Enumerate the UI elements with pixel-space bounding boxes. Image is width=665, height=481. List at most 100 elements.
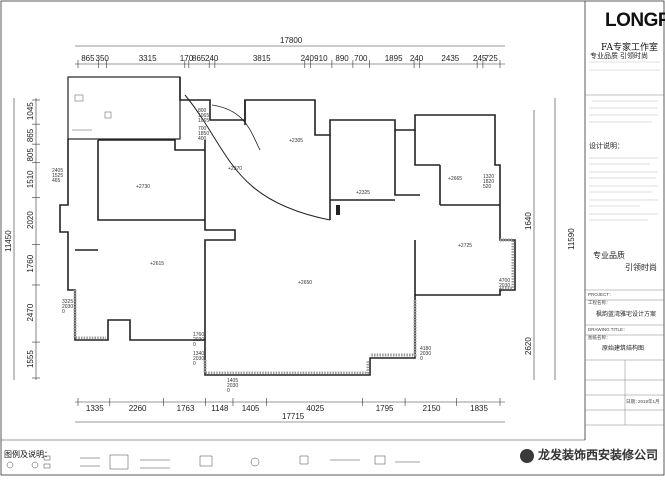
- window-note-line: 0: [227, 388, 230, 394]
- dim-bottom-segment: 1763: [177, 404, 195, 413]
- drawing-label: 图纸名称：: [588, 334, 611, 341]
- window-note-line: 0: [62, 309, 65, 315]
- window-note-line: 4700: [499, 278, 510, 284]
- balcony-edges: [73, 238, 515, 375]
- legend-title: 图例及说明：: [4, 450, 52, 459]
- dim-top-segment: 1895: [385, 54, 403, 63]
- window-note-line: 520: [483, 184, 492, 190]
- curved-wall: [211, 104, 261, 151]
- dim-top-segment: 245: [473, 54, 487, 63]
- window-note-line: 2030: [62, 304, 73, 310]
- drawing-header: DRAWING TITLE：: [588, 327, 628, 332]
- dim-left-segment: 805: [26, 148, 35, 162]
- legend-symbols: [6, 454, 420, 470]
- window-note-line: 465: [52, 178, 61, 184]
- dim-top-segment: 240: [301, 54, 315, 63]
- dim-bottom-segment: 1835: [470, 404, 488, 413]
- dim-bottom-segment: 1148: [211, 404, 229, 413]
- dim-left-segment: 2470: [26, 303, 35, 321]
- window-note-line: 1065: [198, 118, 209, 124]
- dim-bottom-segment: 2150: [423, 404, 441, 413]
- dim-top-total: 17800: [280, 36, 303, 45]
- window-note-line: 2030: [420, 351, 431, 357]
- dim-bottom-segment: 1795: [376, 404, 394, 413]
- window-note-line: 4180: [420, 346, 431, 352]
- dim-bottom-segment: 2260: [129, 404, 147, 413]
- dim-top-segment: 865: [192, 54, 206, 63]
- dim-left-segment: 2020: [26, 211, 35, 229]
- dim-top-segment: 3315: [139, 54, 157, 63]
- dim-top-segment: 865: [81, 54, 95, 63]
- dim-top-segment: 350: [96, 54, 110, 63]
- tagline-right: 引领时尚: [620, 51, 648, 60]
- dim-left-segment: 1555: [26, 350, 35, 368]
- window-notes: 8001065106570018504002405152546533252030…: [52, 108, 510, 394]
- room-label-2: +2370: [228, 166, 242, 172]
- window-note-line: 0: [499, 288, 502, 294]
- window-note-line: 1850: [198, 131, 209, 137]
- dim-top-segment: 240: [205, 54, 219, 63]
- slogan-1: 专业品质: [593, 250, 625, 260]
- watermark-text: 龙发装饰西安装修公司: [538, 448, 659, 462]
- dim-left-segment: 865: [26, 128, 35, 142]
- room-label-3: +2305: [289, 138, 303, 144]
- studio-name: FA专家工作室: [601, 43, 658, 53]
- dim-right-seg-2: 2620: [524, 337, 533, 355]
- window-note-line: 2030: [227, 383, 238, 389]
- window-note-line: 1320: [483, 174, 494, 180]
- dim-top-segment: 2435: [441, 54, 459, 63]
- wechat-icon: [520, 448, 534, 463]
- shaft-marks: [72, 94, 112, 131]
- column-marker: [336, 205, 340, 215]
- window-note-line: 1340: [193, 351, 204, 357]
- room-label-8: +2725: [458, 243, 472, 249]
- project-header: PROJECT：: [588, 292, 614, 297]
- window-note-line: 2405: [52, 168, 63, 174]
- window-note-line: 0: [420, 356, 423, 362]
- dim-bottom-segment: 1405: [242, 404, 260, 413]
- window-note-line: 400: [198, 136, 207, 142]
- project-label: 工程名称：: [588, 299, 611, 306]
- shaft-room: [67, 76, 181, 140]
- slogan-2: 引领时尚: [625, 262, 657, 272]
- dim-bottom-segment: 1335: [86, 404, 104, 413]
- window-note-line: 2030: [499, 283, 510, 289]
- room-label-6: +2615: [150, 261, 164, 267]
- dim-top-segment: 170: [180, 54, 194, 63]
- dim-left-total: 11450: [4, 230, 13, 252]
- dim-bottom-segment: 4025: [306, 404, 324, 413]
- window-note-line: 2030: [193, 337, 204, 343]
- drawing-name: 原始建筑结构图: [602, 344, 644, 352]
- window-note-line: 1525: [52, 173, 63, 179]
- window-note-line: 1820: [483, 179, 494, 185]
- window-note-line: 0: [193, 361, 196, 367]
- brand-logo: LONGFA: [605, 10, 665, 31]
- title-block-paragraph: [589, 100, 658, 123]
- project-name: 枫韵蓝湾雅宅设计方案: [596, 310, 656, 318]
- date-value: 2019年1月: [638, 398, 660, 405]
- dim-top-segment: 700: [354, 54, 368, 63]
- dim-bottom-segments: 1335 2260 1763 1148 1405 4025 1795 2150 1835: [77, 398, 501, 413]
- design-notes-title: 设计说明：: [589, 141, 624, 150]
- room-label-1: +2730: [136, 184, 150, 190]
- room-label-5: +2665: [448, 176, 462, 182]
- window-note-line: 800: [198, 108, 207, 114]
- dim-top-segment: 910: [314, 54, 328, 63]
- window-note-line: 0: [193, 342, 196, 348]
- dim-top-segment: 725: [484, 54, 498, 63]
- window-note-line: 3325: [62, 299, 73, 305]
- dim-right-total: 11590: [567, 228, 576, 250]
- curved-partition: [184, 94, 331, 221]
- dim-right-seg-1: 1640: [524, 212, 533, 230]
- exterior-walls: [59, 76, 516, 376]
- window-note-line: 1405: [227, 378, 238, 384]
- tagline-left: 专业品质: [590, 51, 618, 60]
- room-label-4: +2325: [356, 190, 370, 196]
- date-label: 日期：: [626, 399, 640, 405]
- dim-left-segment: 1760: [26, 254, 35, 272]
